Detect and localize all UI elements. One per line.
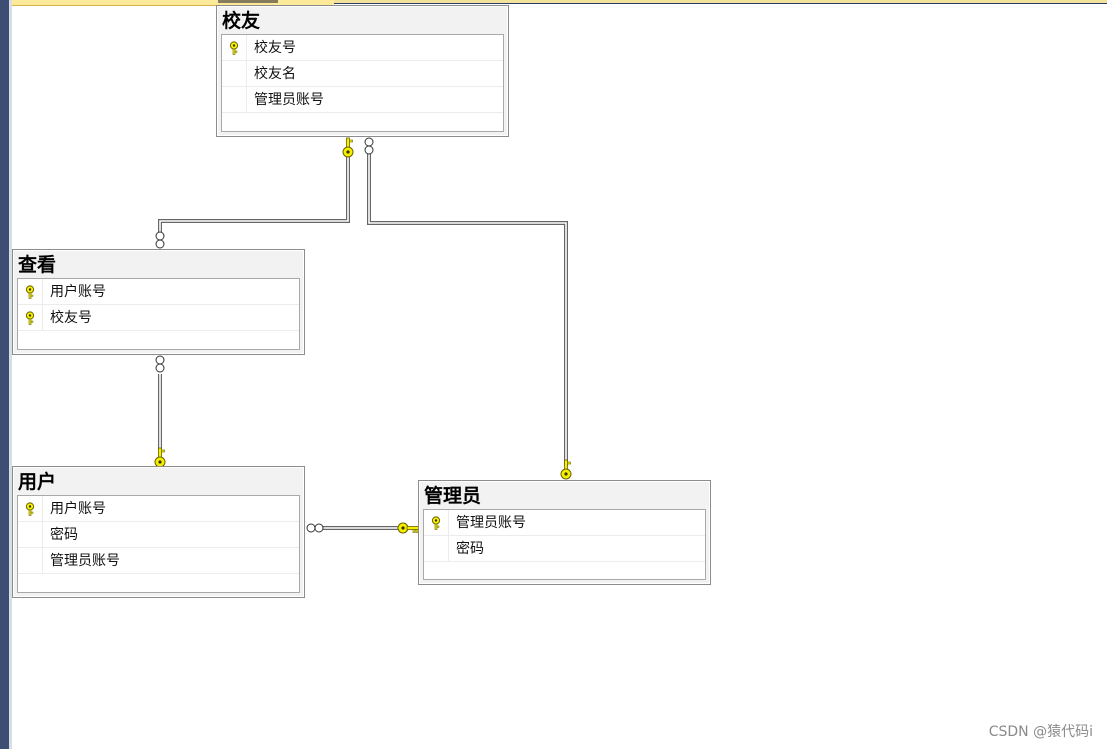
column-name: 校友名: [254, 66, 296, 82]
column-row[interactable]: 管理员账号: [222, 87, 503, 113]
column-row[interactable]: 用户账号: [18, 496, 299, 522]
row-selector[interactable]: [222, 87, 247, 112]
column-name: 密码: [456, 541, 484, 557]
key-icon: [229, 41, 239, 55]
tab-strip: [334, 0, 1107, 4]
table-title: 用户: [18, 471, 57, 493]
column-name: 校友号: [50, 310, 92, 326]
table-admin[interactable]: 管理员 管理员账号 密码: [418, 480, 711, 585]
column-row[interactable]: 密码: [18, 522, 299, 548]
table-view[interactable]: 查看 用户账号: [12, 249, 305, 355]
left-panel-edge: [0, 0, 9, 749]
row-selector[interactable]: [18, 305, 43, 330]
key-icon: [397, 522, 420, 534]
table-user[interactable]: 用户 用户账号 密码 管理员账号: [12, 466, 305, 598]
relationship-alumni-admin[interactable]: [367, 152, 568, 466]
row-selector[interactable]: [18, 522, 43, 547]
column-name: 用户账号: [50, 284, 106, 300]
column-row[interactable]: 密码: [424, 536, 705, 562]
infinity-icon: [155, 231, 165, 249]
infinity-icon: [306, 523, 324, 533]
column-row[interactable]: 校友号: [222, 35, 503, 61]
column-grid: 管理员账号 密码: [423, 509, 706, 580]
column-name: 管理员账号: [254, 92, 324, 108]
column-row[interactable]: 管理员账号: [18, 548, 299, 574]
column-row[interactable]: 管理员账号: [424, 510, 705, 536]
column-grid: 校友号 校友名 管理员账号: [221, 34, 504, 132]
key-icon: [154, 447, 166, 468]
infinity-icon: [155, 355, 165, 373]
column-name: 管理员账号: [50, 553, 120, 569]
column-grid: 用户账号 密码 管理员账号: [17, 495, 300, 593]
infinity-icon: [364, 137, 374, 155]
row-selector[interactable]: [222, 61, 247, 86]
key-icon: [560, 459, 572, 480]
table-title: 查看: [18, 254, 57, 276]
column-name: 校友号: [254, 40, 296, 56]
table-title: 校友: [222, 10, 261, 32]
row-selector[interactable]: [18, 496, 43, 521]
row-selector[interactable]: [424, 536, 449, 561]
column-row[interactable]: 校友号: [18, 305, 299, 331]
column-name: 管理员账号: [456, 515, 526, 531]
left-panel-divider: [9, 0, 12, 749]
table-alumni[interactable]: 校友 校友号 校友名 管理员账号: [216, 5, 509, 137]
table-title: 管理员: [424, 485, 482, 507]
tab-indicator: [218, 0, 278, 3]
key-icon: [342, 137, 354, 158]
column-grid: 用户账号 校友号: [17, 278, 300, 350]
column-row[interactable]: 用户账号: [18, 279, 299, 305]
watermark: CSDN @猿代码i: [988, 724, 1093, 740]
key-icon: [25, 285, 35, 299]
row-selector[interactable]: [18, 279, 43, 304]
row-selector[interactable]: [222, 35, 247, 60]
relationship-alumni-view[interactable]: [158, 148, 350, 236]
active-document-tab[interactable]: [12, 0, 334, 6]
key-icon: [25, 502, 35, 516]
key-icon: [25, 311, 35, 325]
column-row[interactable]: 校友名: [222, 61, 503, 87]
row-selector[interactable]: [18, 548, 43, 573]
row-selector[interactable]: [424, 510, 449, 535]
key-icon: [431, 516, 441, 530]
column-name: 用户账号: [50, 501, 106, 517]
column-name: 密码: [50, 527, 78, 543]
